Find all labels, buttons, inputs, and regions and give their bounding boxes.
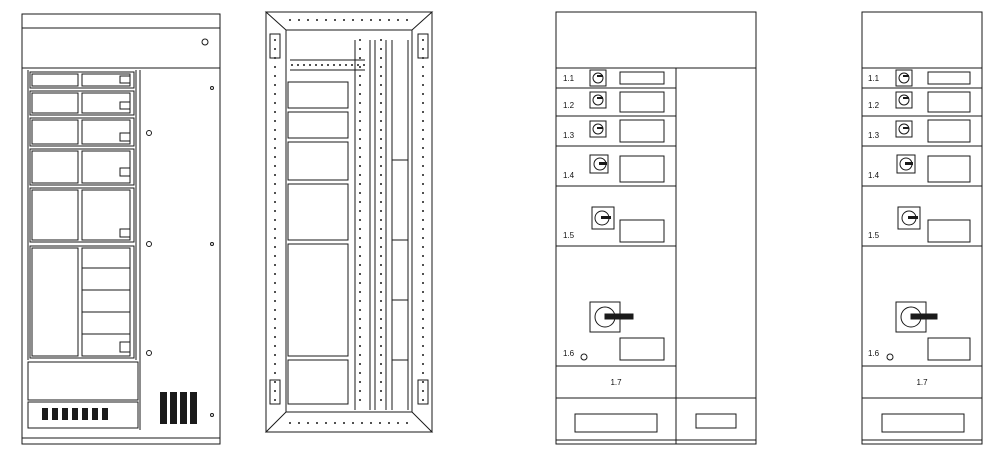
main-switch-handle [589,301,634,333]
mount-plate-6 [287,359,349,405]
module-row-2 [29,90,135,116]
cabinet-open-front [21,13,221,445]
cabinet-a-top-screw [201,38,209,46]
module-row-6 [29,245,135,359]
cabinet-a-top-cover [21,27,221,69]
mount-plate-1 [287,81,349,109]
rotary-switch-2 [592,94,604,106]
rotary-switch-d-2 [898,94,910,106]
mount-plate-3 [287,141,349,181]
mount-plate-4 [287,183,349,241]
cabinet-front-narrow: 1.1 1.2 1.3 1.4 1.5 1.6 1.7 [861,11,983,445]
label-c-1-7: 1.7 [610,378,622,387]
terminal-slots [42,408,108,420]
mount-plate-5 [287,243,349,357]
module-row-4 [29,148,135,186]
frame-outline [265,11,433,433]
cabinet-a-frame [21,13,221,445]
rotary-switch-d-1 [898,72,910,84]
label-d-1-1: 1.1 [868,74,880,83]
rotary-switch-1 [592,72,604,84]
module-row-1 [29,71,135,89]
label-c-1-6: 1.6 [563,349,575,358]
label-c-1-3: 1.3 [563,131,575,140]
mount-plate-2 [287,111,349,139]
label-d-1-6: 1.6 [868,349,880,358]
cabinet-frame-skeleton [264,11,434,433]
main-switch-handle-d [895,301,938,333]
label-c-1-2: 1.2 [563,101,575,110]
cabinet-c-frame [555,11,757,445]
label-d-1-7: 1.7 [916,378,928,387]
module-row-3 [29,117,135,147]
module-row-5 [29,187,135,243]
label-d-1-2: 1.2 [868,101,880,110]
cabinet-d-frame [861,11,983,445]
cabinet-a-base [27,361,139,401]
label-d-1-5: 1.5 [868,231,880,240]
frame-perforations [274,19,424,424]
label-d-1-4: 1.4 [868,171,880,180]
terminal-block [27,401,139,429]
label-d-1-3: 1.3 [868,131,880,140]
cabinet-front-closed: 1.1 1.2 1.3 1.4 1.5 1.6 1.7 [555,11,757,445]
label-c-1-5: 1.5 [563,231,575,240]
label-c-1-4: 1.4 [563,171,575,180]
label-c-1-1: 1.1 [563,74,575,83]
vent-slots [160,392,197,424]
